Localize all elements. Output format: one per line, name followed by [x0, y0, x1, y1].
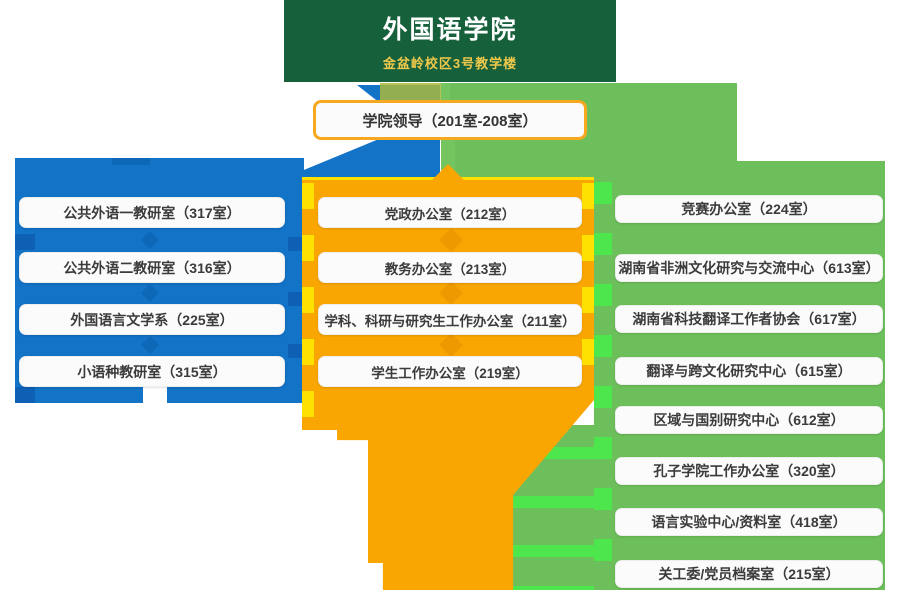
org-unit-box: 教务办公室（213室）: [318, 252, 582, 283]
header-banner: 外国语学院 金盆岭校区3号教学楼: [284, 0, 616, 82]
green-edge-accent: [594, 488, 612, 510]
org-unit-box: 湖南省科技翻译工作者协会（617室）: [615, 305, 883, 333]
org-unit-box: 湖南省非洲文化研究与交流中心（613室）: [615, 254, 883, 282]
blue-diamond: [141, 284, 159, 302]
blue-edge-accent: [288, 237, 304, 251]
page-title: 外国语学院: [382, 16, 518, 44]
green-bright-bar: [510, 586, 594, 590]
org-unit-box: 翻译与跨文化研究中心（615室）: [615, 357, 883, 385]
green-edge-accent: [594, 182, 612, 204]
campus-subtitle: 金盆岭校区3号教学楼: [382, 56, 518, 71]
yellow-edge-accent: [302, 391, 314, 417]
blue-edge-accent: [288, 344, 304, 358]
org-unit-box: 关工委/党员档案室（215室）: [615, 560, 883, 588]
green-bright-bar: [510, 496, 594, 508]
white-notch: [143, 385, 167, 403]
blue-diamond: [141, 231, 159, 249]
org-unit-box: 孔子学院工作办公室（320室）: [615, 457, 883, 485]
org-unit-box: 竞赛办公室（224室）: [615, 195, 883, 223]
yellow-edge-accent: [302, 287, 314, 313]
org-unit-box: 外国语言文学系（225室）: [19, 304, 285, 335]
org-unit-box: 学科、科研与研究生工作办公室（211室）: [318, 304, 582, 335]
yellow-edge-accent: [582, 339, 594, 365]
yellow-edge-accent: [582, 287, 594, 313]
blue-edge-accent: [15, 234, 35, 250]
org-unit-box: 区域与国别研究中心（612室）: [615, 406, 883, 434]
org-unit-box: 学生工作办公室（219室）: [318, 356, 582, 387]
yellow-edge-accent: [302, 235, 314, 261]
yellow-edge-accent: [582, 235, 594, 261]
leader-box: 学院领导（201室-208室）: [313, 100, 587, 140]
org-unit-box: 语言实验中心/资料室（418室）: [615, 508, 883, 536]
green-edge-accent: [594, 335, 612, 357]
yellow-edge-accent: [302, 339, 314, 365]
blue-edge-accent: [15, 387, 35, 403]
org-unit-box: 公共外语二教研室（316室）: [19, 252, 285, 283]
green-edge-accent: [594, 437, 612, 459]
green-edge-accent: [594, 386, 612, 408]
blue-diamond: [141, 336, 159, 354]
green-edge-accent: [594, 284, 612, 306]
green-edge-accent: [594, 539, 612, 561]
green-edge-accent: [594, 233, 612, 255]
org-unit-box: 公共外语一教研室（317室）: [19, 197, 285, 228]
yellow-edge-accent: [582, 183, 594, 209]
yellow-edge-accent: [302, 183, 314, 209]
blue-edge-tab: [112, 158, 150, 165]
blue-edge-accent: [288, 292, 304, 306]
org-unit-box: 小语种教研室（315室）: [19, 356, 285, 387]
green-bright-bar: [510, 545, 594, 557]
org-unit-box: 党政办公室（212室）: [318, 197, 582, 228]
